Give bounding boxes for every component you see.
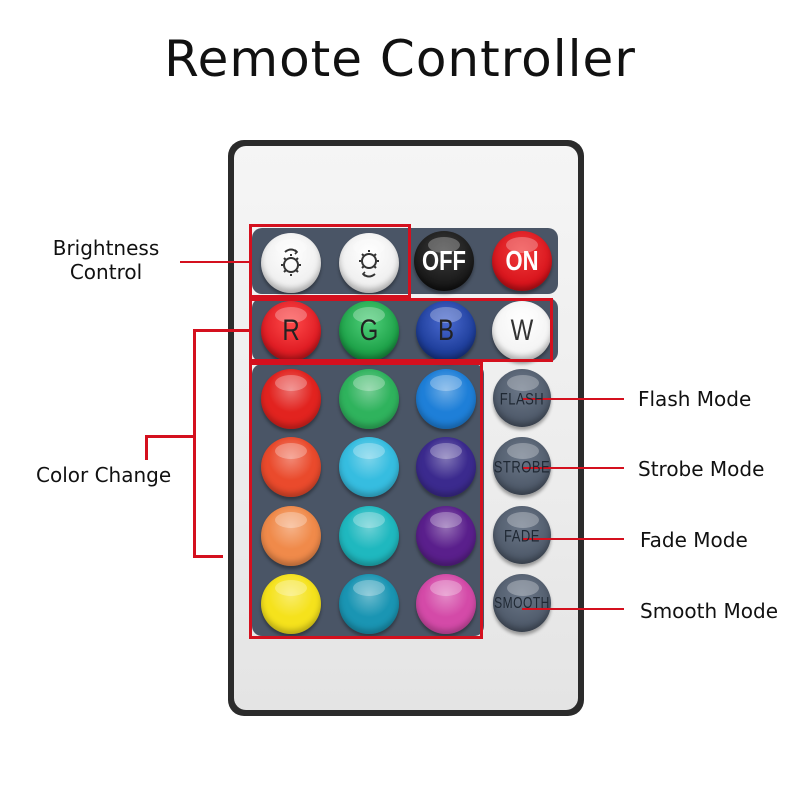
green-button[interactable]: G <box>339 301 399 361</box>
color-button-r1c1[interactable] <box>261 369 321 429</box>
flash-leader <box>522 398 624 400</box>
fade-mode-label: Fade Mode <box>640 528 748 552</box>
color-highlight <box>249 362 483 639</box>
color-bracket-stub-v <box>145 435 148 460</box>
color-button-r4c3[interactable] <box>416 574 476 634</box>
on-button[interactable]: ON <box>492 231 552 291</box>
brightness-up-button[interactable] <box>261 233 321 293</box>
flash-button[interactable]: FLASH <box>493 369 551 427</box>
strobe-button[interactable]: STROBE <box>493 437 551 495</box>
color-button-r3c1[interactable] <box>261 506 321 566</box>
fade-label: FADE <box>504 525 540 545</box>
strobe-mode-label: Strobe Mode <box>638 457 765 481</box>
color-button-r1c2[interactable] <box>339 369 399 429</box>
strobe-leader <box>522 467 624 469</box>
brightness-label-line2: Control <box>69 260 143 284</box>
red-label: R <box>282 313 300 348</box>
color-button-r2c2[interactable] <box>339 437 399 497</box>
brightness-down-button[interactable] <box>339 233 399 293</box>
blue-label: B <box>437 313 454 348</box>
brightness-label-line1: Brightness <box>52 236 160 260</box>
fade-button[interactable]: FADE <box>493 506 551 564</box>
color-bracket-vertical <box>193 329 196 558</box>
color-button-r2c3[interactable] <box>416 437 476 497</box>
fade-leader <box>522 538 624 540</box>
color-button-r3c2[interactable] <box>339 506 399 566</box>
off-label: OFF <box>422 244 466 276</box>
off-button[interactable]: OFF <box>414 231 474 291</box>
brightness-leader <box>180 261 250 263</box>
white-button[interactable]: W <box>492 301 552 361</box>
flash-mode-label: Flash Mode <box>638 387 752 411</box>
flash-label: FLASH <box>499 388 545 408</box>
strobe-label: STROBE <box>493 456 551 476</box>
color-bracket-bottom <box>193 555 223 558</box>
brightness-label: Brightness Control <box>46 236 166 284</box>
green-label: G <box>359 313 379 348</box>
white-label: W <box>510 313 534 348</box>
color-change-label: Color Change <box>36 463 172 487</box>
brightness-highlight <box>249 224 411 298</box>
smooth-leader <box>522 608 624 610</box>
smooth-label: SMOOTH <box>494 593 550 613</box>
page-title: Remote Controller <box>164 30 636 88</box>
color-button-r2c1[interactable] <box>261 437 321 497</box>
color-button-r3c3[interactable] <box>416 506 476 566</box>
color-button-r4c1[interactable] <box>261 574 321 634</box>
color-bracket-top <box>193 329 250 332</box>
color-button-r1c3[interactable] <box>416 369 476 429</box>
color-button-r4c2[interactable] <box>339 574 399 634</box>
brightness-up-icon <box>281 248 301 276</box>
red-button[interactable]: R <box>261 301 321 361</box>
smooth-mode-label: Smooth Mode <box>640 599 779 623</box>
blue-button[interactable]: B <box>416 301 476 361</box>
brightness-down-icon <box>359 250 379 278</box>
smooth-button[interactable]: SMOOTH <box>493 574 551 632</box>
on-label: ON <box>505 244 539 276</box>
rgbw-highlight <box>249 298 553 362</box>
color-bracket-stub-h <box>145 435 196 438</box>
